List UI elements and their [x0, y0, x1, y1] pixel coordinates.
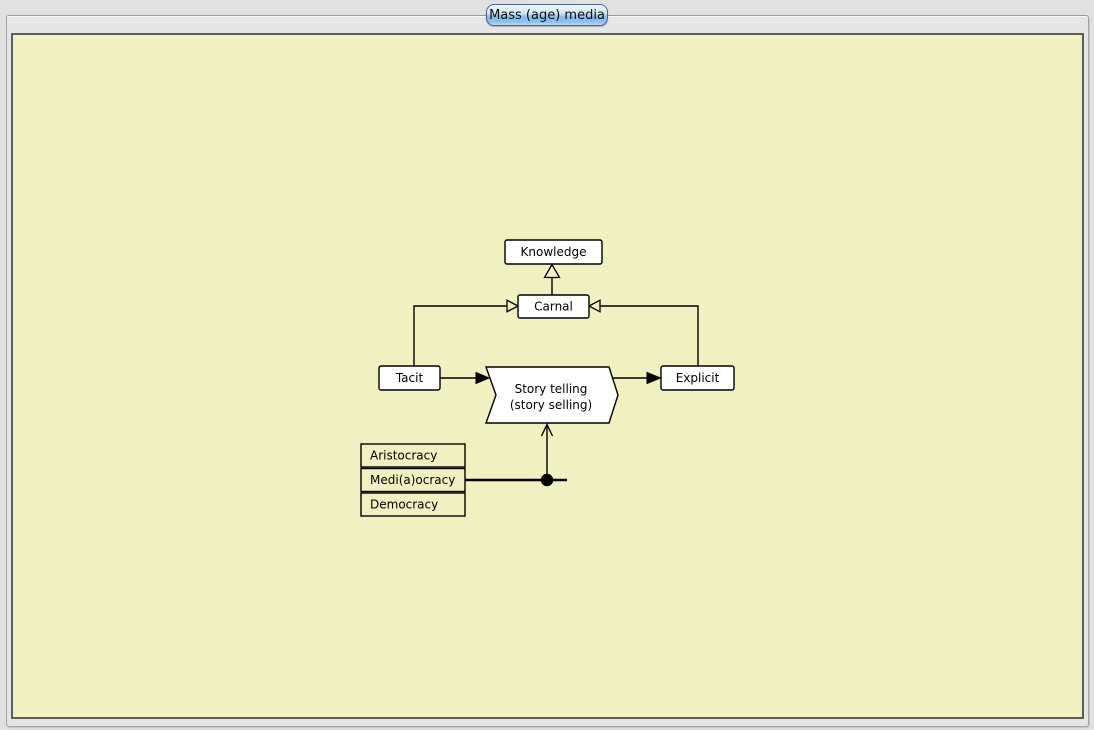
node-knowledge-label: Knowledge: [521, 245, 587, 259]
node-explicit[interactable]: Explicit: [660, 365, 735, 391]
node-tacit-shape: [378, 365, 441, 391]
hollow-triangle-arrowhead: [543, 263, 561, 279]
node-carnal-label: Carnal: [534, 300, 573, 314]
table-row-shape: [360, 443, 466, 468]
node-story-telling-label-line1: Story telling: [515, 382, 588, 396]
edge-carnal-knowledge[interactable]: [543, 263, 561, 296]
filled-arrowhead: [475, 371, 491, 385]
node-governance-table[interactable]: Aristocracy Medi(a)ocracy Democracy: [360, 443, 466, 517]
table-row-label: Democracy: [370, 498, 438, 512]
node-story-telling-label-line2: (story selling): [510, 398, 592, 412]
edge-tacit-story[interactable]: [440, 371, 491, 385]
edge-line: [413, 305, 507, 366]
table-row-label: Medi(a)ocracy: [370, 473, 455, 487]
node-explicit-shape: [660, 365, 735, 391]
edge-tacit-carnal[interactable]: [413, 299, 520, 366]
node-story-telling-shape: [485, 366, 619, 424]
node-tacit[interactable]: Tacit: [378, 365, 441, 391]
hollow-triangle-arrowhead: [587, 299, 601, 313]
node-explicit-label: Explicit: [676, 371, 720, 385]
diagram-tab[interactable]: Mass (age) media: [486, 4, 608, 26]
node-story-telling[interactable]: Story telling (story selling): [485, 366, 619, 424]
open-arrowhead: [540, 422, 554, 437]
node-knowledge-shape: [504, 239, 603, 265]
table-row-label: Aristocracy: [370, 449, 437, 463]
junction-dot: [540, 473, 554, 487]
edge-line: [600, 305, 699, 366]
filled-arrowhead: [646, 371, 662, 385]
table-row-shape: [360, 492, 466, 517]
hollow-triangle-arrowhead: [506, 299, 520, 313]
node-carnal-shape: [517, 294, 590, 319]
edge-explicit-carnal[interactable]: [587, 299, 699, 366]
table-row-shape: [360, 467, 466, 493]
node-carnal[interactable]: Carnal: [517, 294, 590, 319]
table-row-mediaocracy[interactable]: Medi(a)ocracy: [360, 467, 466, 493]
node-knowledge[interactable]: Knowledge: [504, 239, 603, 265]
edge-mediaocracy-story[interactable]: [465, 422, 567, 487]
node-tacit-label: Tacit: [395, 371, 424, 385]
table-row-democracy[interactable]: Democracy: [360, 492, 466, 517]
diagram-tab-label: Mass (age) media: [489, 7, 605, 23]
table-row-aristocracy[interactable]: Aristocracy: [360, 443, 466, 468]
edge-story-explicit[interactable]: [611, 371, 662, 385]
